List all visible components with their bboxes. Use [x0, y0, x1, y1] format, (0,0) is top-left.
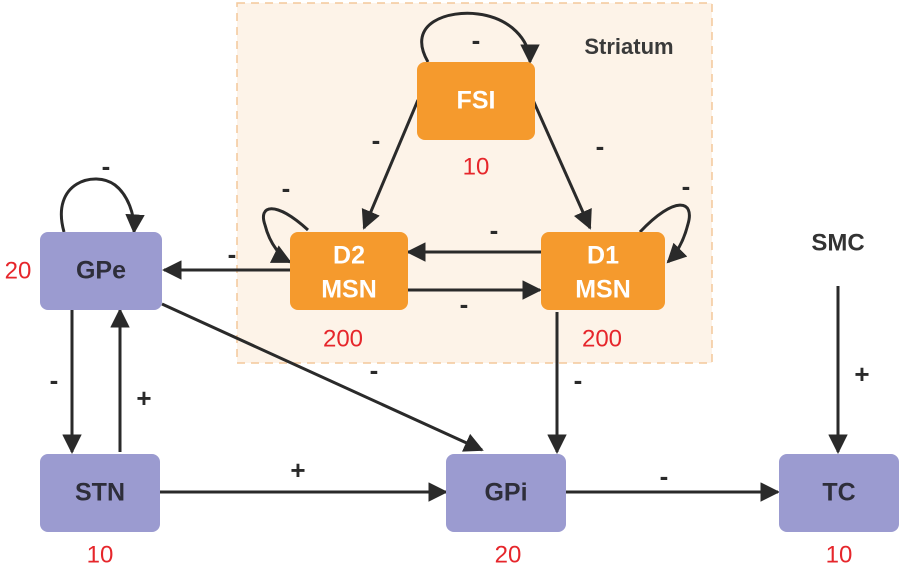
sign-d2-d1: - — [460, 289, 469, 319]
edge-d2-self — [262, 207, 310, 264]
sign-stn-gpi: + — [290, 455, 305, 485]
node-gpi-count: 20 — [495, 541, 522, 568]
sign-fsi-d2: - — [372, 125, 381, 155]
node-stn — [40, 454, 160, 532]
edge-gpe-self — [60, 177, 145, 234]
node-tc-count: 10 — [826, 541, 853, 568]
node-stn-count: 10 — [87, 541, 114, 568]
sign-gpe-stn: - — [50, 365, 59, 395]
node-gpe — [40, 232, 162, 310]
sign-d1-d2: - — [490, 215, 499, 245]
node-d2-label-line1: D2 — [333, 242, 365, 270]
node-gpe-label: GPe — [76, 257, 126, 285]
sign-d1-self: - — [682, 171, 691, 201]
node-d1-count: 200 — [582, 325, 622, 352]
node-d2-label-line2: MSN — [321, 276, 377, 304]
smc-label: SMC — [811, 229, 864, 256]
sign-stn-gpe: + — [136, 383, 151, 413]
node-tc — [779, 454, 899, 532]
node-d2-msn — [290, 232, 408, 310]
node-fsi — [417, 62, 535, 140]
edge-fsi-d1 — [531, 99, 592, 230]
sign-fsi-self: - — [472, 25, 481, 55]
node-gpe-count: 20 — [5, 257, 32, 284]
node-gpi-label: GPi — [484, 479, 527, 507]
striatum-label: Striatum — [584, 34, 673, 59]
sign-d2-self: - — [282, 173, 291, 203]
node-d2-count: 200 — [323, 325, 363, 352]
sign-gpi-tc: - — [660, 461, 669, 491]
node-fsi-count: 10 — [463, 153, 490, 180]
edge-gpe-gpi — [161, 302, 484, 452]
sign-d2-gpe: - — [228, 239, 237, 269]
sign-gpe-gpi: - — [370, 355, 379, 385]
sign-fsi-d1: - — [596, 131, 605, 161]
node-d1-msn — [541, 232, 665, 310]
sign-smc-tc: + — [854, 359, 869, 389]
node-tc-label: TC — [822, 479, 855, 507]
node-d1-label-line1: D1 — [587, 242, 619, 270]
edge-fsi-self — [420, 11, 540, 64]
node-gpi — [446, 454, 566, 532]
node-fsi-label: FSI — [457, 87, 496, 115]
sign-gpe-self: - — [102, 151, 111, 181]
sign-d1-gpi: - — [574, 365, 583, 395]
edge-fsi-d2 — [361, 99, 420, 230]
node-stn-label: STN — [75, 479, 125, 507]
edge-d1-self — [638, 203, 691, 264]
node-d1-label-line2: MSN — [575, 276, 631, 304]
